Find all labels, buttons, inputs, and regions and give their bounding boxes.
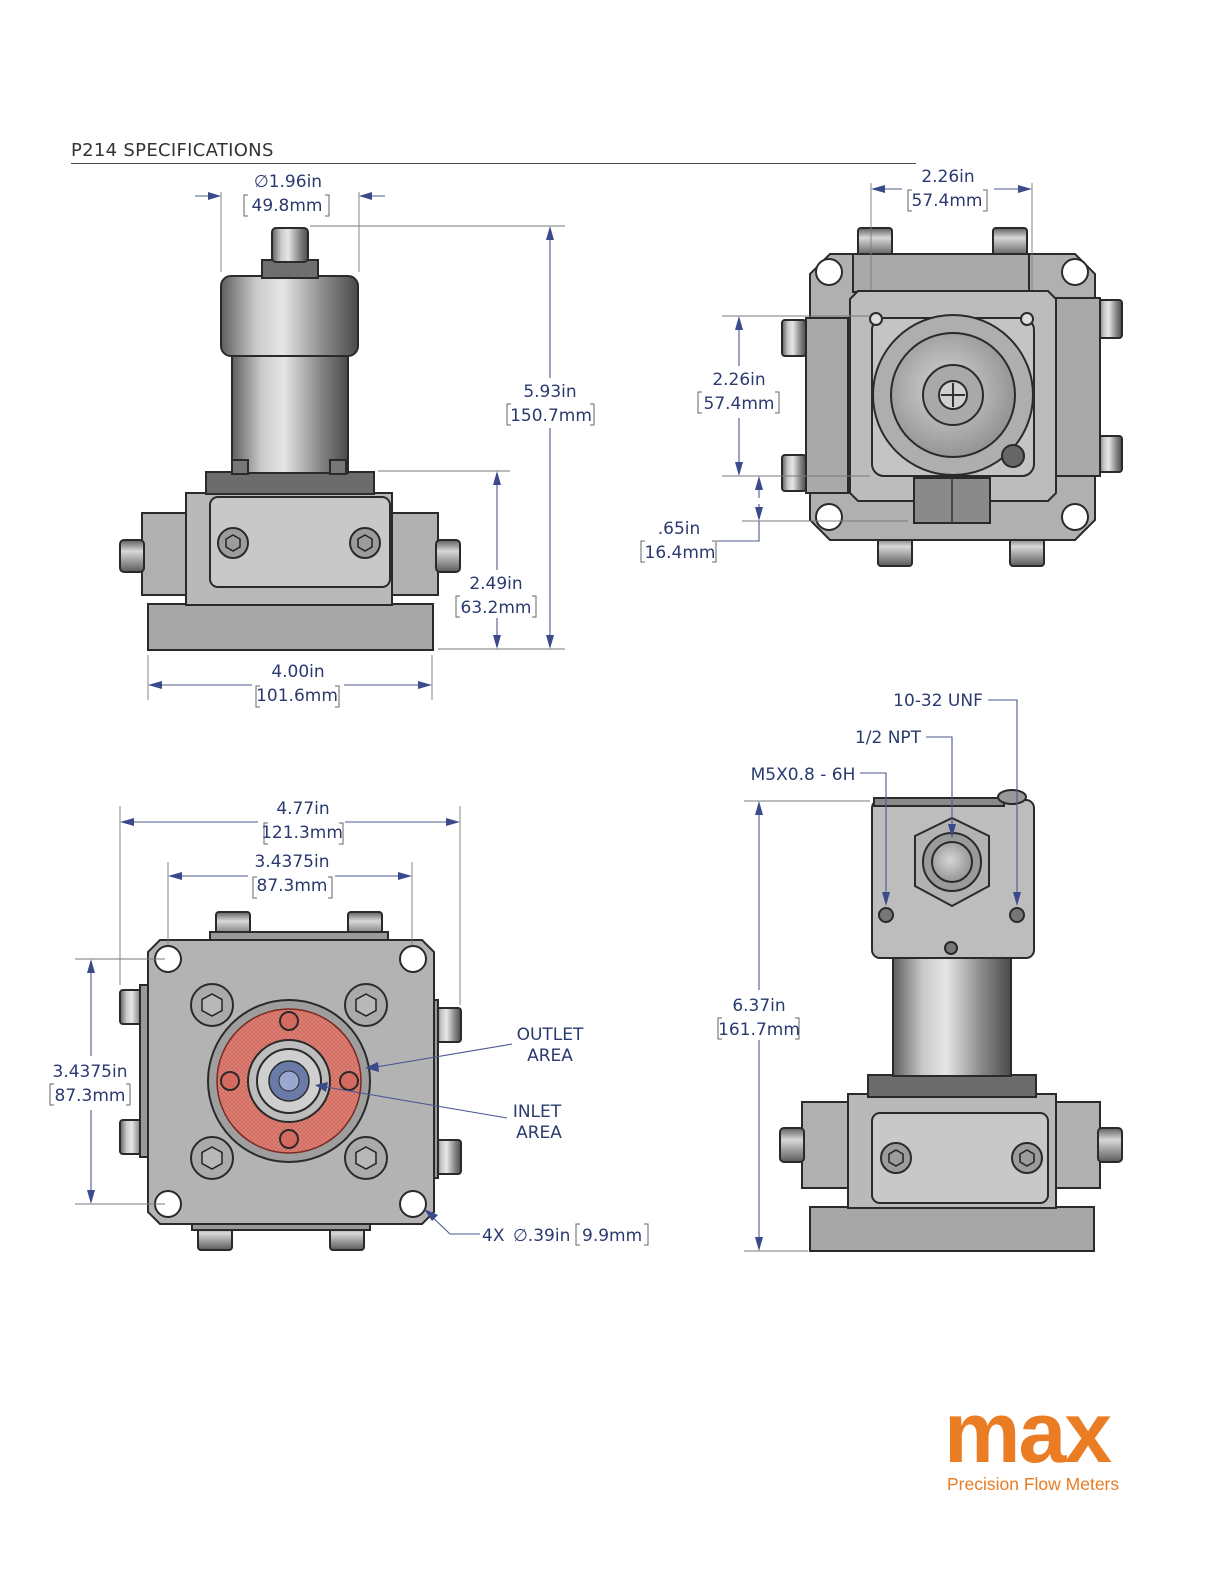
top-height-mm: 57.4mm xyxy=(704,394,775,414)
side-height-mm: 161.7mm xyxy=(718,1020,800,1040)
top-mount-hole-br xyxy=(1062,504,1088,530)
side-base-plate xyxy=(810,1207,1094,1251)
thread-unf-label: 10-32 UNF xyxy=(893,691,983,711)
bottom-holes-note-b: ∅.39in xyxy=(513,1226,570,1246)
company-logo: max Precision Flow Meters xyxy=(944,1398,1144,1498)
front-height-mm: 150.7mm xyxy=(510,406,592,426)
front-right-flange xyxy=(392,513,438,595)
front-collar xyxy=(206,472,374,494)
front-dia-in: ∅1.96in xyxy=(254,172,322,192)
front-dia-mm: 49.8mm xyxy=(252,196,323,216)
thread-npt-label: 1/2 NPT xyxy=(855,728,922,748)
outlet-label-2: AREA xyxy=(527,1046,573,1066)
front-base-mm: 63.2mm xyxy=(461,598,532,618)
bottom-holes-note-a: 4X xyxy=(482,1226,505,1246)
front-cylinder-upper xyxy=(221,276,358,356)
side-cylinder xyxy=(893,956,1011,1076)
top-offset-mm: 16.4mm xyxy=(645,543,716,563)
front-width-in: 4.00in xyxy=(271,662,324,682)
front-width-mm: 101.6mm xyxy=(256,686,338,706)
inlet-label-2: AREA xyxy=(516,1123,562,1143)
top-height-in: 2.26in xyxy=(712,370,765,390)
front-base-plate xyxy=(148,604,433,650)
top-vent-screw xyxy=(1002,445,1024,467)
front-cylinder-lower xyxy=(232,355,348,473)
bottom-outer-in: 4.77in xyxy=(276,799,329,819)
bottom-vert-in: 3.4375in xyxy=(53,1062,128,1082)
inlet-label-1: INLET xyxy=(513,1102,562,1122)
side-view xyxy=(780,790,1122,1251)
front-height-in: 5.93in xyxy=(523,382,576,402)
outlet-label-1: OUTLET xyxy=(517,1025,584,1045)
bottom-holes-mm: 87.3mm xyxy=(257,876,328,896)
top-mount-hole-bl xyxy=(816,504,842,530)
top-offset-in: .65in xyxy=(658,519,701,539)
unf-port xyxy=(1010,908,1024,922)
logo-brand: max xyxy=(944,1390,1110,1476)
bottom-holes-note-c: 9.9mm xyxy=(582,1226,642,1246)
front-right-fitting xyxy=(436,540,460,572)
bottom-outer-mm: 121.3mm xyxy=(261,823,343,843)
top-view xyxy=(782,228,1122,566)
front-view xyxy=(120,228,460,650)
front-left-flange xyxy=(142,513,186,595)
top-width-mm: 57.4mm xyxy=(912,191,983,211)
front-bolt-right xyxy=(350,528,380,558)
logo-tagline: Precision Flow Meters xyxy=(947,1474,1119,1495)
bottom-mount-hole-tr xyxy=(400,946,426,972)
top-mount-hole-tr xyxy=(1062,259,1088,285)
front-sensor-connector xyxy=(272,228,308,262)
thread-metric-label: M5X0.8 - 6H xyxy=(751,765,856,785)
side-height-in: 6.37in xyxy=(732,996,785,1016)
m5-port xyxy=(879,908,893,922)
top-mount-hole-tl xyxy=(816,259,842,285)
bottom-holes-in: 3.4375in xyxy=(255,852,330,872)
front-bolt-left xyxy=(218,528,248,558)
bottom-vert-mm: 87.3mm xyxy=(55,1086,126,1106)
front-base-in: 2.49in xyxy=(469,574,522,594)
bottom-mount-hole-br xyxy=(400,1191,426,1217)
front-left-fitting xyxy=(120,540,144,572)
top-width-in: 2.26in xyxy=(921,167,974,187)
bottom-view xyxy=(120,912,461,1250)
